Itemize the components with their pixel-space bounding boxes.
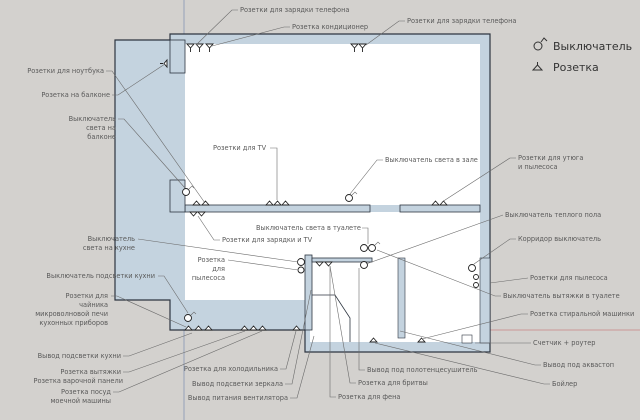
label-air-conditioner: Розетка кондиционер bbox=[292, 23, 368, 31]
label-phone-charge: Розетки для зарядки телефона bbox=[407, 17, 516, 25]
label-dishwasher: Розетка посуд bbox=[61, 388, 111, 396]
label-fridge: Розетка для холодильника bbox=[184, 365, 278, 373]
socket-icon bbox=[160, 58, 168, 69]
label-hall-switch: Выключатель света в зале bbox=[385, 156, 478, 164]
annotations: Розетки для зарядки телефона Розетка кон… bbox=[27, 6, 634, 405]
label-laptop: Розетки для ноутбука bbox=[27, 67, 104, 75]
label-kitchen-backlight-switch: Выключатель подсветки кухни bbox=[46, 272, 155, 280]
socket-icon bbox=[240, 325, 267, 331]
socket-icon bbox=[292, 325, 301, 331]
label-kitchen-appliances: микроволновой печи bbox=[35, 310, 108, 318]
label-mirror-light: Вывод подсветки зеркала bbox=[192, 380, 283, 388]
label-iron: и пылесоса bbox=[518, 163, 558, 171]
label-washing-machine: Розетка стиральной машинки bbox=[530, 310, 634, 318]
label-boiler: Бойлер bbox=[552, 380, 577, 388]
label-hairdryer: Розетка для фена bbox=[338, 393, 400, 401]
switch-icon bbox=[468, 264, 479, 288]
partition-wall bbox=[399, 204, 481, 213]
socket-icon bbox=[531, 62, 544, 71]
label-vacuum-socket: пылесоса bbox=[192, 274, 225, 282]
partition-wall bbox=[184, 204, 371, 213]
label-kitchen-backlight-out: Вывод подсветки кухни bbox=[38, 352, 121, 360]
socket-icon bbox=[184, 325, 213, 331]
label-balcony-socket: Розетка на балконе bbox=[41, 91, 110, 99]
label-meter-router: Счетчик + роутер bbox=[533, 339, 595, 347]
label-toilet-light-switch: Выключатель света в туалете bbox=[256, 224, 361, 232]
label-hood: Розетка вытяжки bbox=[60, 368, 121, 376]
label-kitchen-appliances: кухонных приборов bbox=[39, 319, 108, 327]
legend-switch-label: Выключатель bbox=[553, 40, 632, 53]
label-dishwasher: моечной машины bbox=[50, 397, 111, 405]
label-towel-dryer: Вывод под полотенцесушитель bbox=[367, 366, 478, 374]
legend: Выключатель Розетка bbox=[531, 37, 632, 74]
label-charge-tv: Розетки для зарядки и TV bbox=[222, 236, 313, 244]
symbols bbox=[160, 43, 479, 343]
switch-icon bbox=[182, 185, 195, 196]
label-vacuum-socket: для bbox=[212, 265, 225, 273]
switch-icon bbox=[360, 241, 381, 269]
label-kitchen-appliances: Розетки для bbox=[65, 292, 108, 300]
label-aquastop: Вывод под аквастоп bbox=[543, 361, 614, 369]
socket-icon bbox=[431, 200, 448, 206]
label-hob: Розетка варочной панели bbox=[33, 377, 123, 385]
label-tv: Розетки для TV bbox=[213, 144, 267, 152]
label-balcony-switch: балконе bbox=[87, 133, 116, 141]
socket-icon bbox=[186, 43, 214, 52]
switch-icon bbox=[184, 311, 197, 322]
label-corridor-switch: Корридор выключатель bbox=[518, 235, 601, 243]
label-kitchen-light-switch: света на кухне bbox=[83, 244, 135, 252]
label-shaver: Розетка для бритвы bbox=[358, 379, 428, 387]
socket-icon bbox=[369, 337, 378, 343]
walls bbox=[114, 33, 491, 353]
label-kitchen-light-switch: Выключатель bbox=[88, 235, 136, 243]
label-balcony-switch: света на bbox=[86, 124, 116, 132]
socket-icon bbox=[350, 43, 367, 52]
switch-icon bbox=[297, 258, 305, 274]
label-toilet-fan-switch: Выключатель вытяжки в туалете bbox=[503, 292, 620, 300]
living-room bbox=[185, 44, 480, 205]
switch-icon bbox=[533, 37, 548, 51]
label-phone-charge: Розетки для зарядки телефона bbox=[240, 6, 349, 14]
label-iron: Розетки для утюга bbox=[518, 154, 583, 162]
label-balcony-switch: Выключатель bbox=[69, 115, 117, 123]
label-vacuum-sockets: Розетки для пылесоса bbox=[530, 274, 608, 282]
label-floor-heating-switch: Выключатель теплого пола bbox=[505, 211, 601, 219]
label-fan-power: Вывод питания вентилятора bbox=[188, 394, 288, 402]
socket-icon bbox=[417, 337, 426, 343]
socket-icon bbox=[192, 200, 210, 206]
label-vacuum-socket: Розетка bbox=[198, 256, 225, 264]
socket-icon bbox=[189, 211, 206, 217]
socket-icon bbox=[315, 261, 333, 267]
bathroom-wall bbox=[304, 254, 313, 331]
socket-icon bbox=[265, 200, 290, 206]
switch-icon bbox=[345, 191, 358, 202]
legend-socket-label: Розетка bbox=[553, 61, 599, 74]
label-kitchen-appliances: чайника bbox=[79, 301, 108, 309]
leader-lines bbox=[106, 9, 550, 399]
